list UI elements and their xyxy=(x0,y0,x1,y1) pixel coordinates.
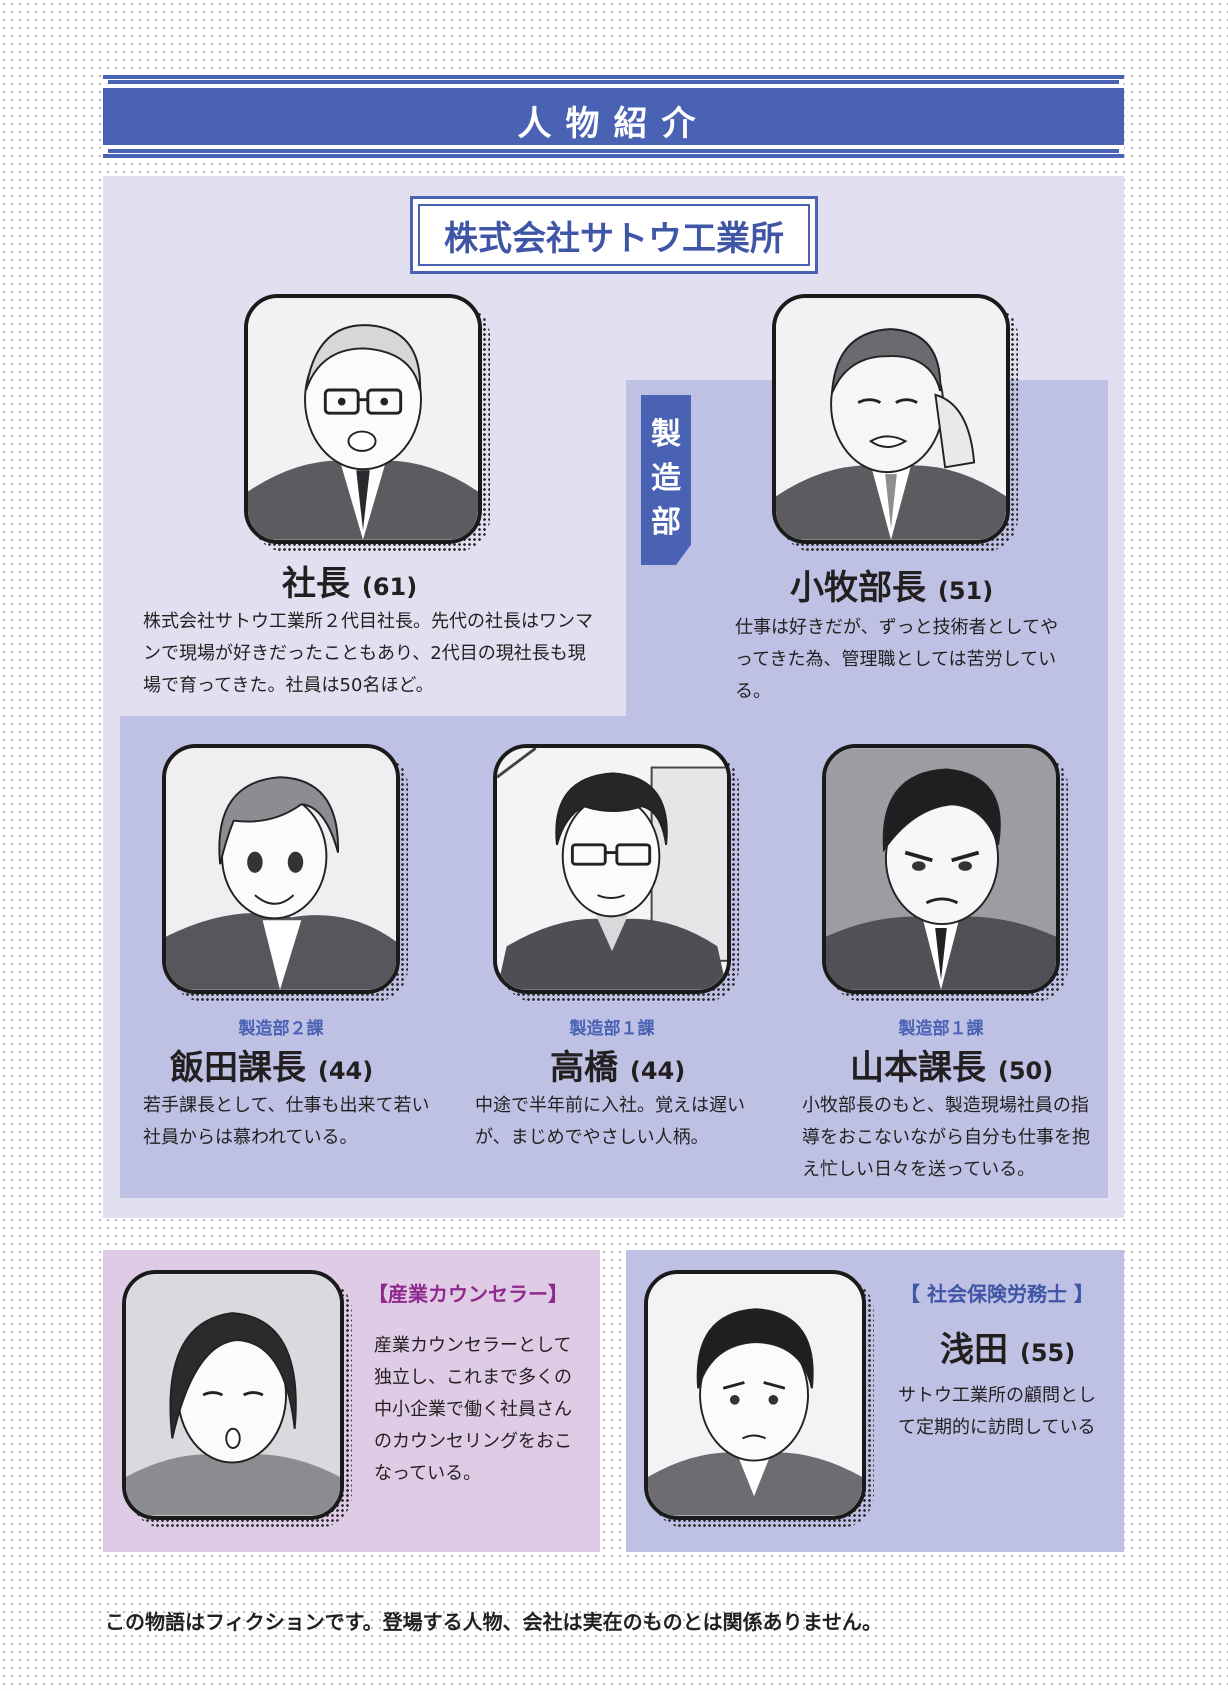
labor-consultant-description: サトウ工業所の顧問として定期的に訪問している xyxy=(898,1385,1096,1438)
iida-name-text: 飯田課長 xyxy=(170,1048,306,1088)
counselor-description: 産業カウンセラーとして独立し、これまで多くの中小企業で働く社員さんのカウンセリン… xyxy=(374,1335,572,1484)
labor-consultant-tag: 【 社会保険労務士 】 xyxy=(900,1282,1094,1306)
iida-portrait xyxy=(162,744,400,994)
iida-name: 飯田課長 (44) xyxy=(170,1040,373,1089)
president-name: 社長 (61) xyxy=(282,556,417,605)
takahashi-age: (44) xyxy=(629,1057,686,1085)
page-header: 人物紹介 xyxy=(103,75,1124,158)
labor-consultant-name-text: 浅田 xyxy=(940,1330,1008,1370)
page-title: 人物紹介 xyxy=(517,104,710,144)
counselor-portrait xyxy=(122,1270,344,1520)
takahashi-name-text: 高橋 xyxy=(550,1048,618,1088)
komaki-description: 仕事は好きだが、ずっと技術者としてやってきた為、管理職としては苦労している。 xyxy=(735,617,1059,702)
takahashi-name: 高橋 (44) xyxy=(550,1040,685,1089)
komaki-age: (51) xyxy=(937,577,994,605)
yamamoto-section: 製造部１課 xyxy=(898,1019,984,1039)
iida-age: (44) xyxy=(317,1057,374,1085)
komaki-portrait xyxy=(772,294,1010,544)
president-name-text: 社長 xyxy=(282,564,350,604)
department-tag: 製 造 部 xyxy=(641,395,691,565)
takahashi-portrait xyxy=(493,744,731,994)
yamamoto-name: 山本課長 (50) xyxy=(850,1040,1053,1089)
labor-consultant-age: (55) xyxy=(1019,1339,1076,1367)
president-age: (61) xyxy=(361,573,418,601)
iida-description: 若手課長として、仕事も出来て若い社員からは慕われている。 xyxy=(143,1095,430,1148)
labor-consultant-name: 浅田 (55) xyxy=(940,1322,1075,1371)
komaki-name-text: 小牧部長 xyxy=(790,568,926,608)
company-name-box: 株式会社サトウ工業所 xyxy=(410,196,818,274)
takahashi-description: 中途で半年前に入社。覚えは遅いが、まじめでやさしい人柄。 xyxy=(475,1095,745,1148)
counselor-tag: 【産業カウンセラー】 xyxy=(368,1282,568,1306)
department-tag-label: 製 造 部 xyxy=(651,417,681,540)
yamamoto-age: (50) xyxy=(997,1057,1054,1085)
iida-section: 製造部２課 xyxy=(238,1019,324,1039)
yamamoto-description: 小牧部長のもと、製造現場社員の指導をおこないながら自分も仕事を抱え忙しい日々を送… xyxy=(802,1095,1090,1180)
takahashi-section: 製造部１課 xyxy=(569,1019,655,1039)
komaki-name: 小牧部長 (51) xyxy=(790,560,993,609)
fiction-disclaimer: この物語はフィクションです。登場する人物、会社は実在のものとは関係ありません。 xyxy=(105,1610,882,1634)
yamamoto-name-text: 山本課長 xyxy=(850,1048,986,1088)
president-portrait xyxy=(244,294,482,544)
labor-consultant-portrait xyxy=(644,1270,866,1520)
company-name: 株式会社サトウ工業所 xyxy=(418,204,810,266)
president-description: 株式会社サトウ工業所２代目社長。先代の社長はワンマンで現場が好きだったこともあり… xyxy=(143,611,593,696)
yamamoto-portrait xyxy=(822,744,1060,994)
